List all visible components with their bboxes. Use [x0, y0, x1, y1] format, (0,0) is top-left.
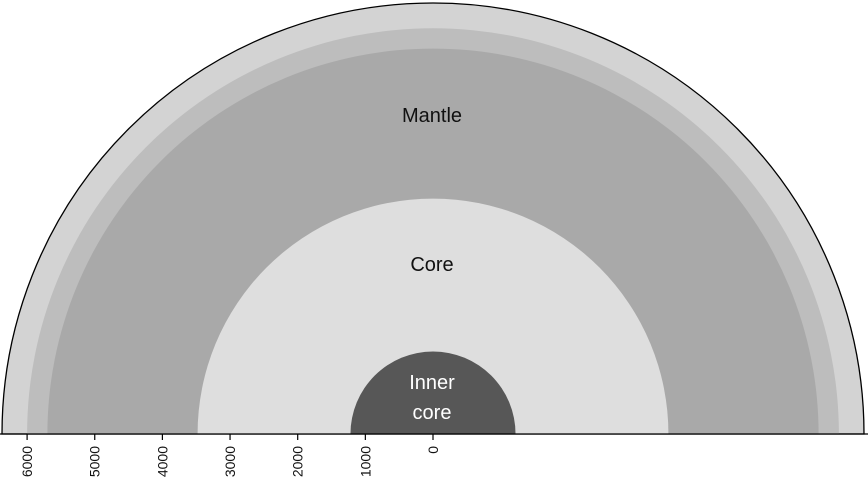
- tick-label-4000: 4000: [154, 446, 170, 477]
- axis-ticks: 6000 5000 4000 3000 2000 1000 0: [19, 434, 441, 477]
- label-inner-core-line2: core: [413, 402, 452, 424]
- tick-label-3000: 3000: [222, 446, 238, 477]
- tick-label-5000: 5000: [87, 446, 103, 477]
- label-mantle: Mantle: [402, 105, 462, 127]
- tick-label-1000: 1000: [357, 446, 373, 477]
- layers-group: [1, 2, 865, 435]
- label-inner-core-line1: Inner: [409, 372, 455, 394]
- label-core: Core: [410, 254, 453, 276]
- tick-label-6000: 6000: [19, 446, 35, 477]
- layer-core: [197, 198, 669, 434]
- layer-inner-core: [350, 351, 516, 434]
- tick-label-2000: 2000: [290, 446, 306, 477]
- tick-label-0: 0: [425, 446, 441, 454]
